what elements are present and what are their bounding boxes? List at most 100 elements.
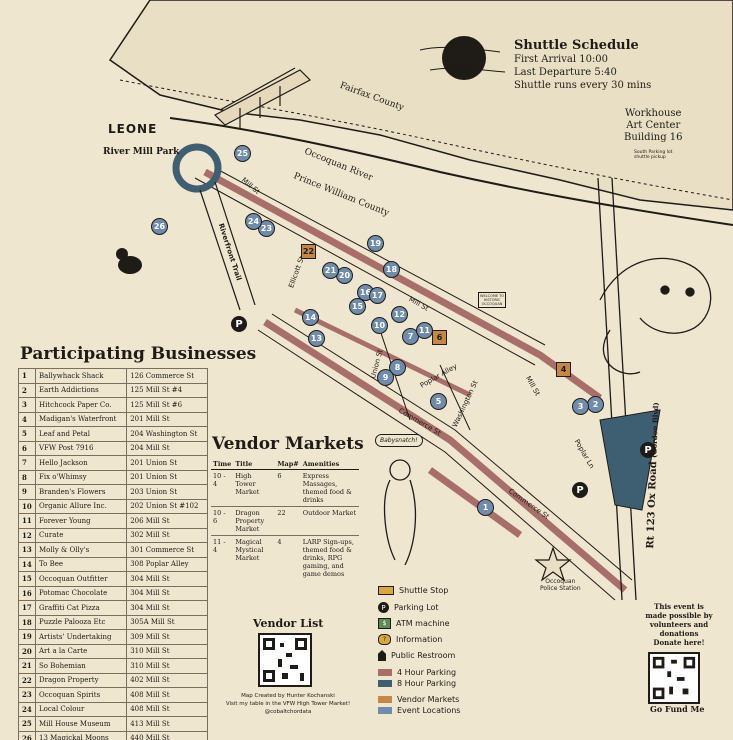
business-number: 14 bbox=[18, 556, 36, 572]
parking-lot-icon[interactable]: P bbox=[231, 316, 247, 332]
police-line-1: Occoquan bbox=[545, 578, 576, 585]
vm-map-number: 4 bbox=[275, 535, 301, 580]
business-number: 11 bbox=[18, 513, 36, 529]
vendor-market-6[interactable]: 6 bbox=[432, 330, 447, 345]
business-name: Molly & Olly's bbox=[34, 542, 128, 558]
business-address: 305A Mill St bbox=[126, 614, 208, 630]
artist-logo: LEONE bbox=[108, 122, 158, 136]
business-address: 201 Union St bbox=[126, 469, 208, 485]
event-pin-23[interactable]: 23 bbox=[258, 220, 275, 237]
donate-text: This event is made possible by volunteer… bbox=[633, 602, 725, 647]
business-name: Hello Jackson bbox=[34, 455, 128, 471]
vendor-market-22[interactable]: 22 bbox=[301, 244, 316, 259]
event-pin-9[interactable]: 9 bbox=[377, 369, 394, 386]
business-number: 3 bbox=[18, 397, 36, 413]
legend-item: $ATM machine bbox=[378, 618, 450, 629]
donate-line: volunteers and bbox=[649, 620, 709, 629]
business-number: 15 bbox=[18, 571, 36, 587]
business-number: 17 bbox=[18, 600, 36, 616]
event-pin-24[interactable]: 24 bbox=[245, 213, 262, 230]
business-address: 408 Mill St bbox=[126, 701, 208, 717]
event-pin-10[interactable]: 10 bbox=[371, 317, 388, 334]
event-pin-21[interactable]: 21 bbox=[322, 262, 339, 279]
event-pin-14[interactable]: 14 bbox=[302, 309, 319, 326]
event-pin-12[interactable]: 12 bbox=[391, 306, 408, 323]
business-address: 126 Commerce St bbox=[126, 368, 208, 384]
credit-handle: @cobaltchordata bbox=[264, 709, 312, 715]
event-pin-19[interactable]: 19 bbox=[367, 235, 384, 252]
vendor-list-qr-code[interactable] bbox=[258, 633, 312, 687]
business-name: Artists' Undertaking bbox=[34, 629, 128, 645]
vendor-list-title: Vendor List bbox=[253, 617, 324, 630]
business-address: 413 Mill St bbox=[126, 716, 208, 732]
event-pin-2[interactable]: 2 bbox=[587, 396, 604, 413]
legend-label: Shuttle Stop bbox=[399, 586, 449, 595]
business-name: Dragon Property bbox=[34, 672, 128, 688]
event-pin-3[interactable]: 3 bbox=[572, 398, 589, 415]
credit-author: Map Created by Hunter Kochanski bbox=[241, 693, 335, 699]
credit-visit: Visit my table in the VFW High Tower Mar… bbox=[225, 701, 351, 707]
workhouse-line-3: Building 16 bbox=[624, 132, 683, 143]
bridge bbox=[214, 67, 311, 128]
event-pin-11[interactable]: 11 bbox=[416, 322, 433, 339]
business-name: Organic Allure Inc. bbox=[34, 498, 128, 514]
legend-label: Information bbox=[396, 635, 443, 644]
go-fund-me-link[interactable]: Go Fund Me bbox=[650, 704, 705, 714]
business-address: 440 Mill St bbox=[126, 730, 208, 740]
event-pin-17[interactable]: 17 bbox=[369, 287, 386, 304]
business-number: 26 bbox=[18, 730, 36, 740]
vm-amenities: LARP Sign-ups, themed food & drinks, RPG… bbox=[300, 535, 359, 580]
parking-lot-icon[interactable]: P bbox=[640, 442, 656, 458]
vm-map-number: 6 bbox=[275, 469, 301, 507]
swatch-4hr bbox=[378, 669, 392, 676]
moon bbox=[442, 36, 486, 80]
business-address: 408 Mill St bbox=[126, 687, 208, 703]
business-number: 8 bbox=[18, 469, 36, 485]
business-name: Fix o'Whimsy bbox=[34, 469, 128, 485]
business-name: Madigan's Waterfront bbox=[34, 411, 128, 427]
business-name: Ballywhack Shack bbox=[34, 368, 128, 384]
business-number: 9 bbox=[18, 484, 36, 500]
donate-qr-code[interactable] bbox=[648, 652, 700, 704]
event-pin-26[interactable]: 26 bbox=[151, 218, 168, 235]
parking-lot-icon[interactable]: P bbox=[572, 482, 588, 498]
legend-item: ? Information bbox=[378, 634, 442, 645]
business-address: 201 Union St bbox=[126, 455, 208, 471]
business-name: Occoquan Outfitter bbox=[34, 571, 128, 587]
vendor-market-4[interactable]: 4 bbox=[556, 362, 571, 377]
event-pin-13[interactable]: 13 bbox=[308, 330, 325, 347]
donate-line: Donate here! bbox=[653, 638, 705, 647]
event-pin-18[interactable]: 18 bbox=[383, 261, 400, 278]
event-pin-15[interactable]: 15 bbox=[349, 298, 366, 315]
business-name: Forever Young bbox=[34, 513, 128, 529]
donate-line: made possible by bbox=[645, 611, 713, 620]
business-name: 13 Magickal Moons bbox=[34, 730, 128, 740]
business-number: 25 bbox=[18, 716, 36, 732]
event-pin-25[interactable]: 25 bbox=[234, 145, 251, 162]
credits: Map Created by Hunter Kochanski Visit my… bbox=[218, 692, 358, 716]
business-name: Leaf and Petal bbox=[34, 426, 128, 442]
business-name: Potomac Chocolate bbox=[34, 585, 128, 601]
restroom-icon bbox=[378, 650, 386, 661]
qr-pattern bbox=[652, 656, 696, 700]
info-icon: ? bbox=[378, 634, 391, 645]
sign-line-2: HISTORIC bbox=[483, 298, 501, 302]
swatch-vendor bbox=[378, 696, 392, 703]
event-pin-5[interactable]: 5 bbox=[430, 393, 447, 410]
event-pin-8[interactable]: 8 bbox=[389, 359, 406, 376]
shuttle-icon bbox=[378, 586, 394, 595]
event-pin-1[interactable]: 1 bbox=[477, 499, 494, 516]
business-address: 308 Poplar Alley bbox=[126, 556, 208, 572]
donate-line: This event is bbox=[654, 602, 704, 611]
vm-header-time: Time bbox=[211, 459, 234, 470]
